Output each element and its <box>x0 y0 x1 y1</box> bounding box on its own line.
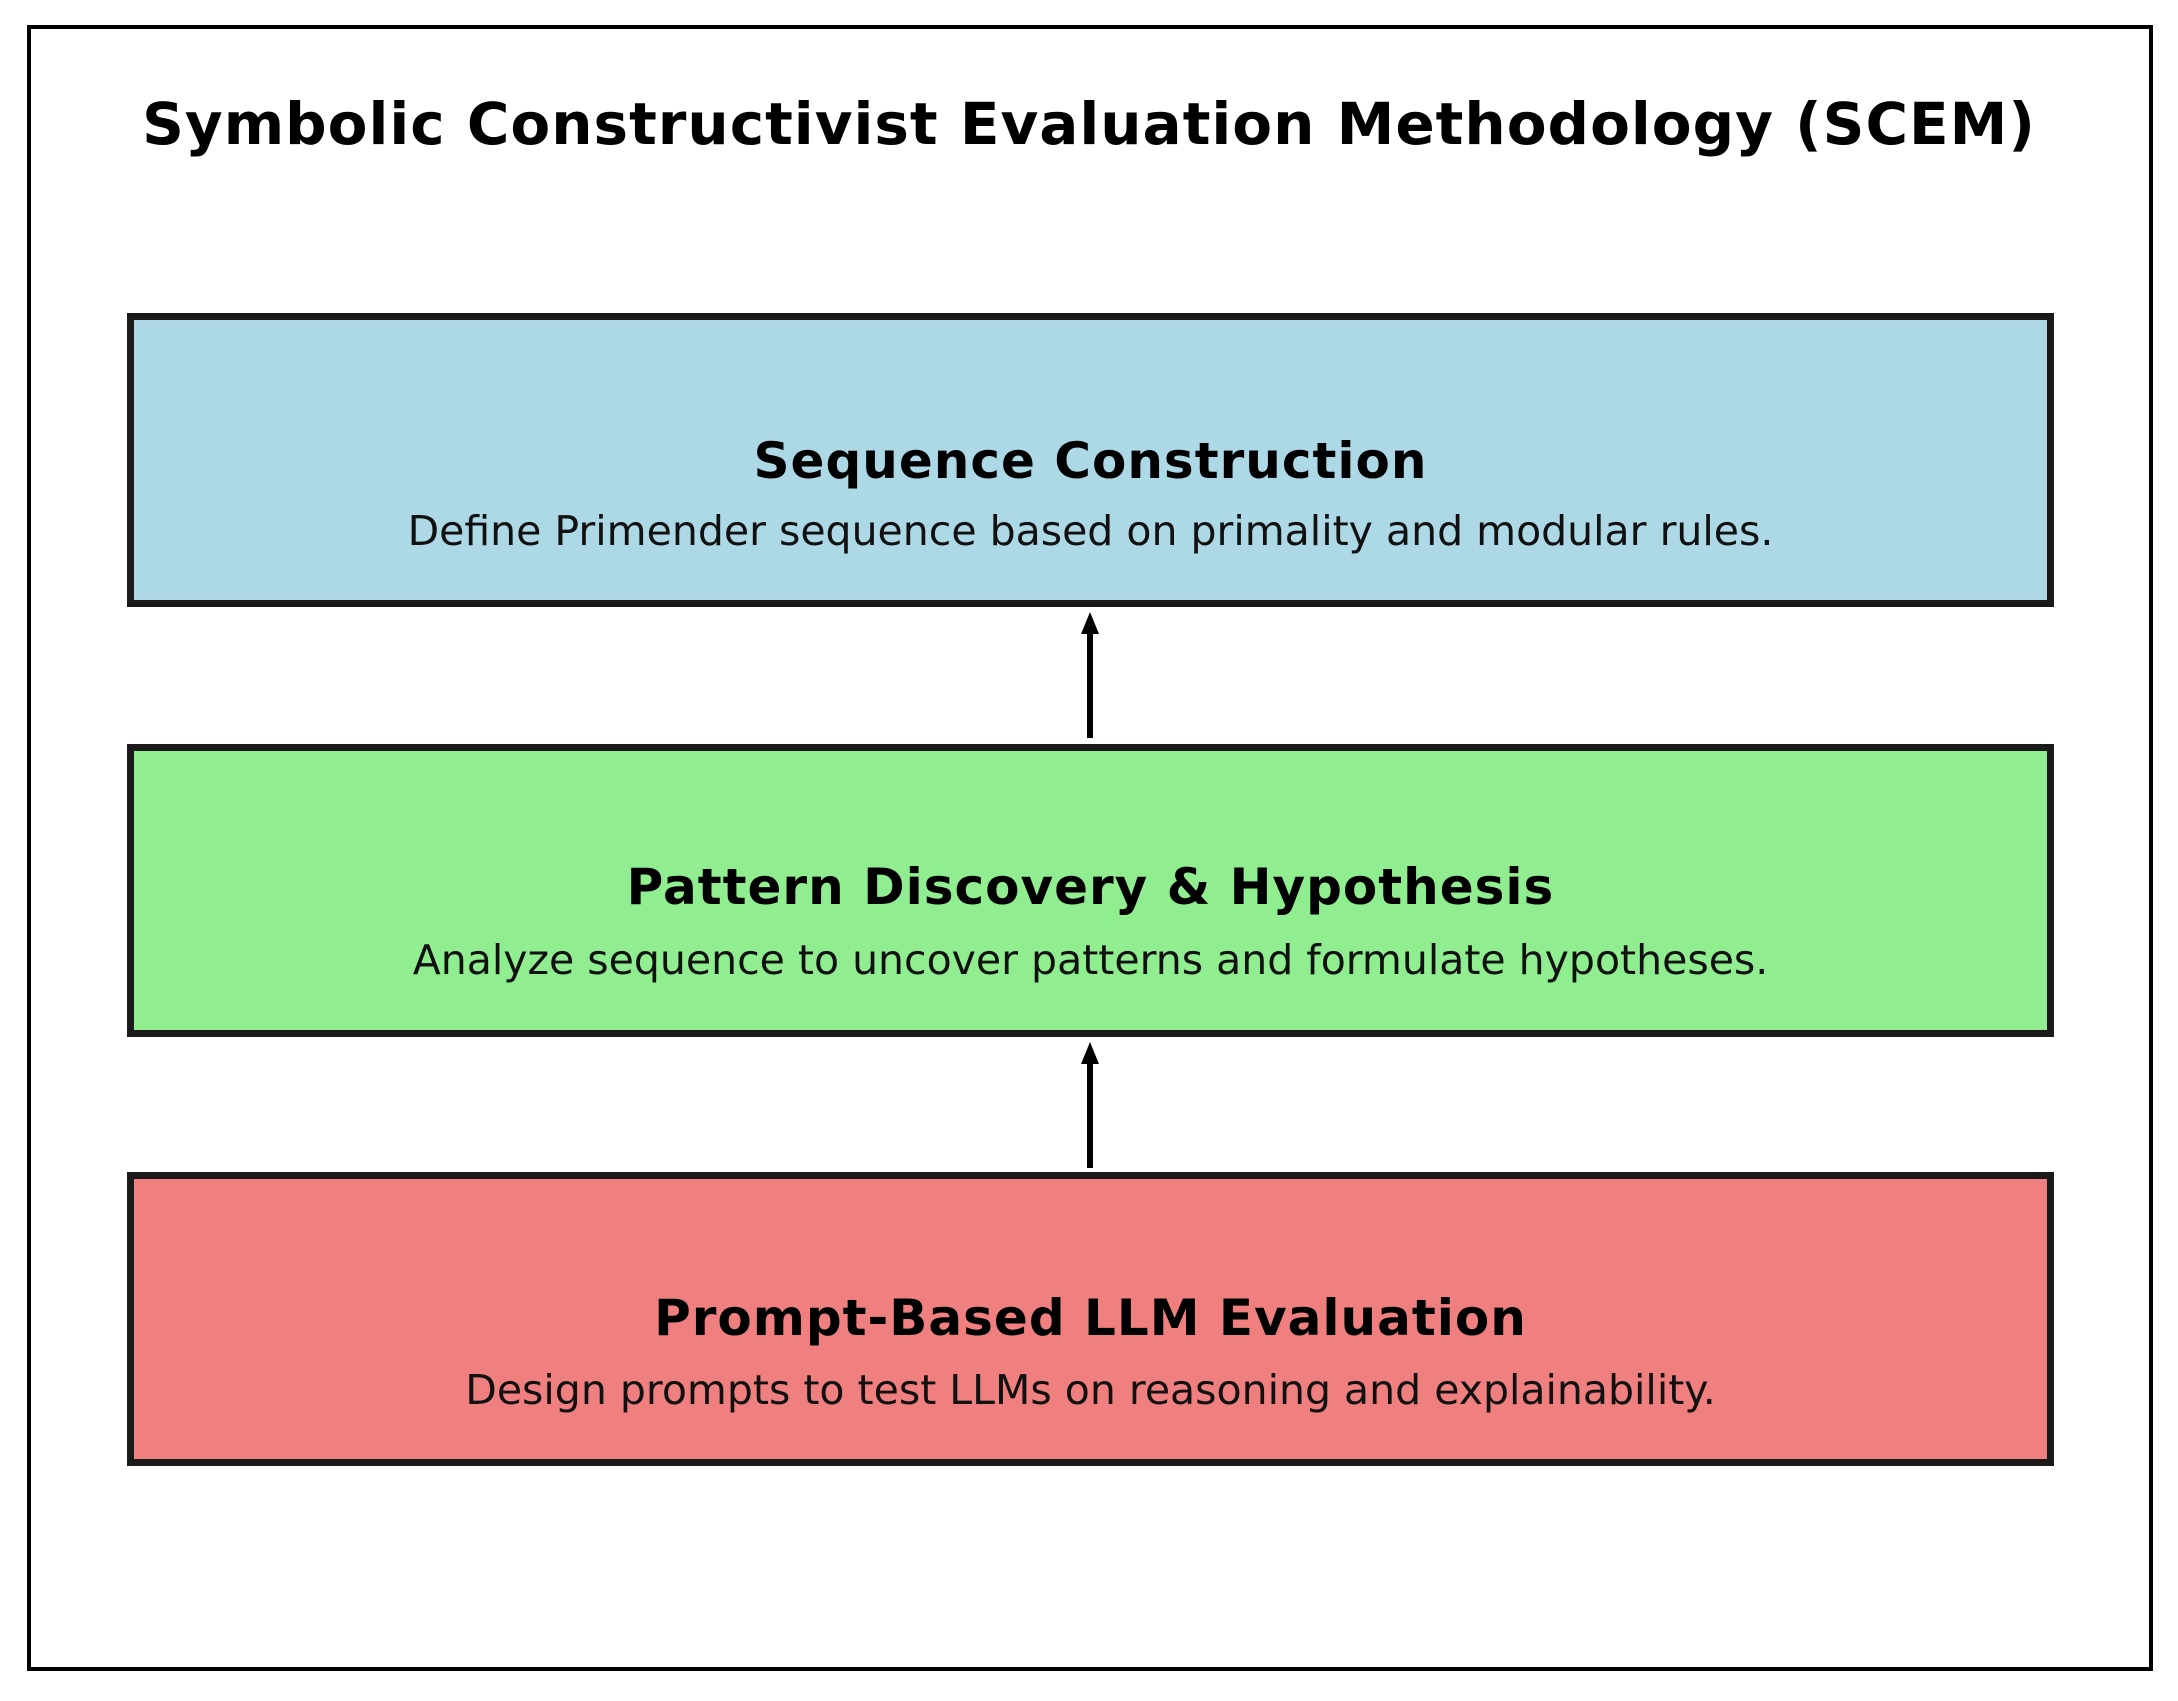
diagram-title: Symbolic Constructivist Evaluation Metho… <box>142 90 2036 158</box>
stage-description: Define Primender sequence based on prima… <box>407 507 1774 555</box>
stage-title: Sequence Construction <box>753 432 1428 490</box>
stage-title: Pattern Discovery & Hypothesis <box>626 858 1555 916</box>
stage-description: Design prompts to test LLMs on reasoning… <box>465 1366 1716 1414</box>
arrow-up-icon <box>1081 612 1099 738</box>
stage-sequence-construction: Sequence Construction Define Primender s… <box>127 313 2054 607</box>
stage-llm-evaluation: Prompt-Based LLM Evaluation Design promp… <box>127 1172 2054 1466</box>
arrow-up-icon <box>1081 1042 1099 1168</box>
stage-pattern-discovery: Pattern Discovery & Hypothesis Analyze s… <box>127 744 2054 1037</box>
stage-title: Prompt-Based LLM Evaluation <box>654 1289 1527 1347</box>
stage-description: Analyze sequence to uncover patterns and… <box>412 936 1769 984</box>
